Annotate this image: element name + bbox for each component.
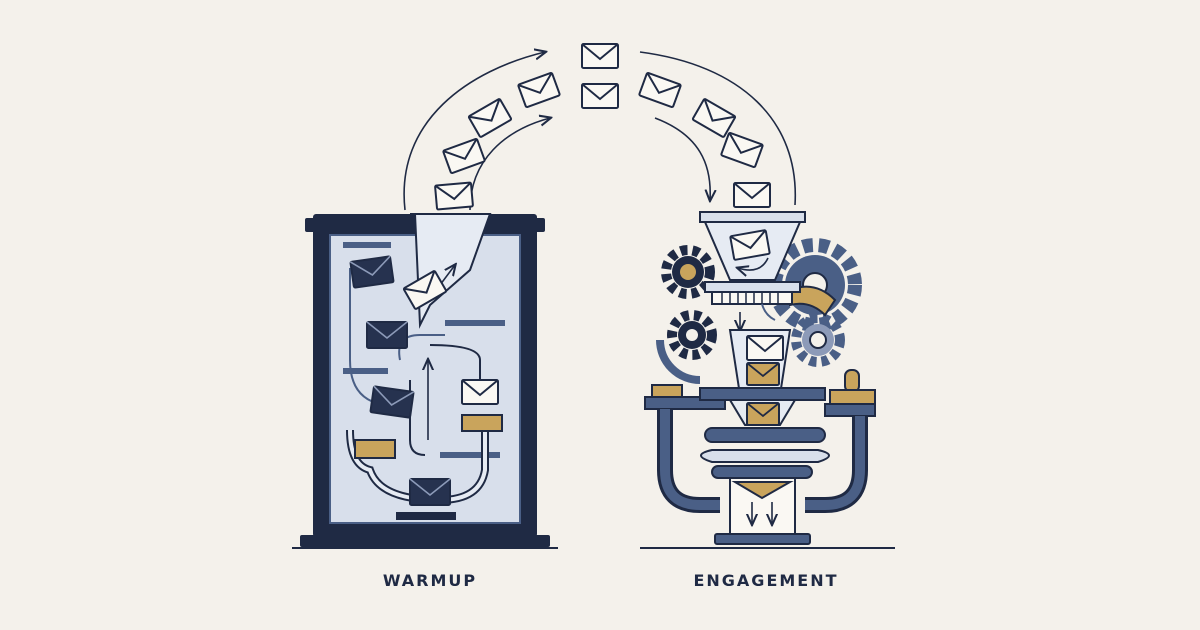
envelope-icon (746, 335, 784, 361)
envelope-icon (729, 229, 771, 261)
warmup-label: WARMUP (382, 571, 478, 590)
envelope-icon (581, 43, 619, 69)
funnel-loop-arrow-icon (738, 257, 769, 270)
upper-left-arrow-icon (403, 52, 545, 211)
envelope-icon (746, 362, 780, 386)
warmup-machine (292, 213, 558, 549)
envelope-icon (733, 182, 771, 208)
pipe-icon (657, 409, 868, 513)
engagement-label: ENGAGEMENT (693, 571, 839, 590)
envelope-icon (366, 321, 408, 349)
envelope-icon (719, 131, 765, 169)
engagement-machine (640, 211, 895, 549)
envelope-icon (516, 71, 562, 109)
envelope-icon (369, 385, 415, 419)
envelope-icon (581, 83, 619, 109)
internal-diagonal-arrow-icon (439, 265, 455, 286)
gear-icon (661, 245, 715, 299)
envelope-icon (349, 255, 395, 289)
upper-right-arc-icon (639, 51, 797, 206)
gear-icon (791, 313, 845, 367)
envelope-icon (637, 71, 683, 109)
envelope-icon (746, 402, 780, 426)
envelope-icon (691, 97, 737, 139)
envelope-icon (409, 478, 451, 506)
gear-icon (667, 310, 717, 360)
envelope-icon (467, 97, 513, 139)
envelope-icon (441, 137, 487, 175)
inner-right-arrow-icon (654, 117, 710, 200)
envelope-icon (461, 379, 499, 405)
envelope-stream-arc (403, 43, 797, 248)
envelope-icon (434, 181, 474, 211)
